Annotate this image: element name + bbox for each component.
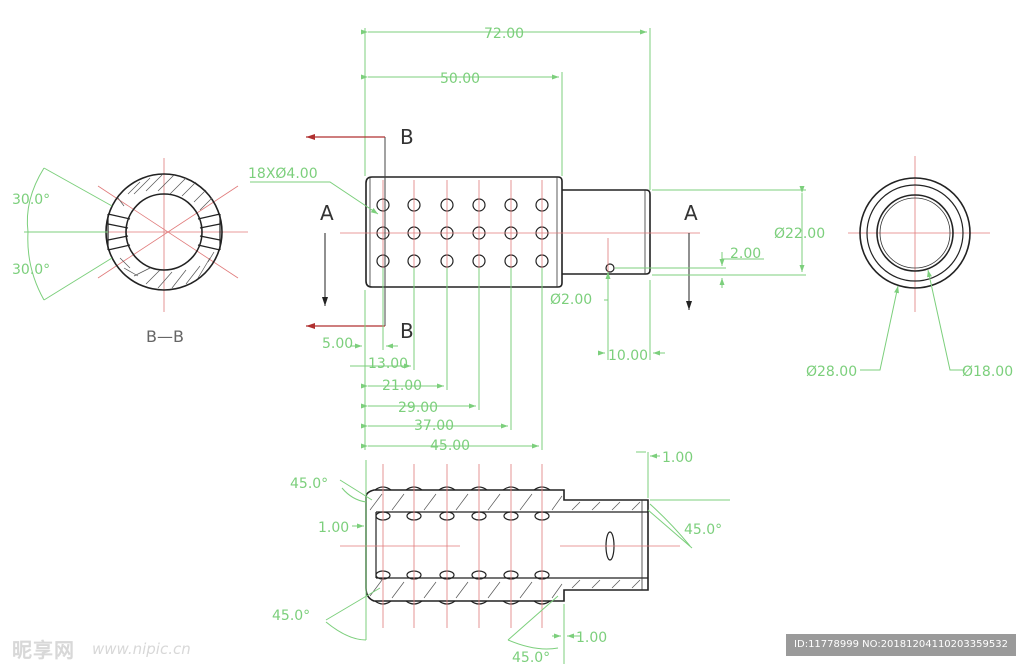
angle-30-bottom: 30.0°: [12, 262, 50, 278]
dim-groove-1-bottom: 1.00: [576, 630, 607, 646]
dim-pin-hole: Ø2.00: [550, 292, 592, 308]
dim-overall-length: 72.00: [484, 26, 524, 42]
watermark-url: www.nipic.cn: [92, 640, 191, 658]
section-b-b-view: 30.0° 30.0° B—B: [12, 158, 248, 346]
dim-pos-45: 45.00: [430, 438, 470, 454]
dim-pos-21: 21.00: [382, 378, 422, 394]
dim-shaft-10: 10.00: [608, 348, 648, 364]
watermark-id-badge: ID:11778999 NO:20181204110203359532: [786, 634, 1016, 656]
dim-chamfer-45-tl: 45.0°: [290, 476, 328, 492]
dim-offset-2: 2.00: [730, 246, 761, 262]
section-label-a-left: A: [320, 201, 334, 225]
watermark-logo: 昵享网: [12, 638, 75, 662]
section-caption: B—B: [146, 327, 184, 346]
dim-pos-37: 37.00: [414, 418, 454, 434]
dim-body-length: 50.00: [440, 71, 480, 87]
angle-30-top: 30.0°: [12, 192, 50, 208]
dim-groove-1-left: 1.00: [318, 520, 349, 536]
dim-pos-29: 29.00: [398, 400, 438, 416]
section-label-b-top: B: [400, 125, 414, 149]
right-end-view: Ø28.00 Ø18.00: [806, 156, 1013, 380]
dim-pos-5: 5.00: [322, 336, 353, 352]
dim-hole-callout: 18XØ4.00: [248, 166, 318, 182]
dim-d-28: Ø28.00: [806, 364, 857, 380]
dim-pos-13: 13.00: [368, 356, 408, 372]
dim-chamfer-45-b: 45.0°: [512, 650, 550, 665]
dim-chamfer-45-bl: 45.0°: [272, 608, 310, 624]
dim-groove-1-top: 1.00: [662, 450, 693, 466]
dim-diameter-main: Ø22.00: [774, 226, 825, 242]
dim-chamfer-45-r: 45.0°: [684, 522, 722, 538]
front-view: 72.00 50.00 B B: [248, 26, 825, 454]
section-label-a-right: A: [684, 201, 698, 225]
section-a-a-view: 1.00 45.0° 1.00 45.0° 45.0° 45.0° 1.00: [272, 450, 730, 665]
section-label-b-bottom: B: [400, 319, 414, 343]
dim-d-18: Ø18.00: [962, 364, 1013, 380]
